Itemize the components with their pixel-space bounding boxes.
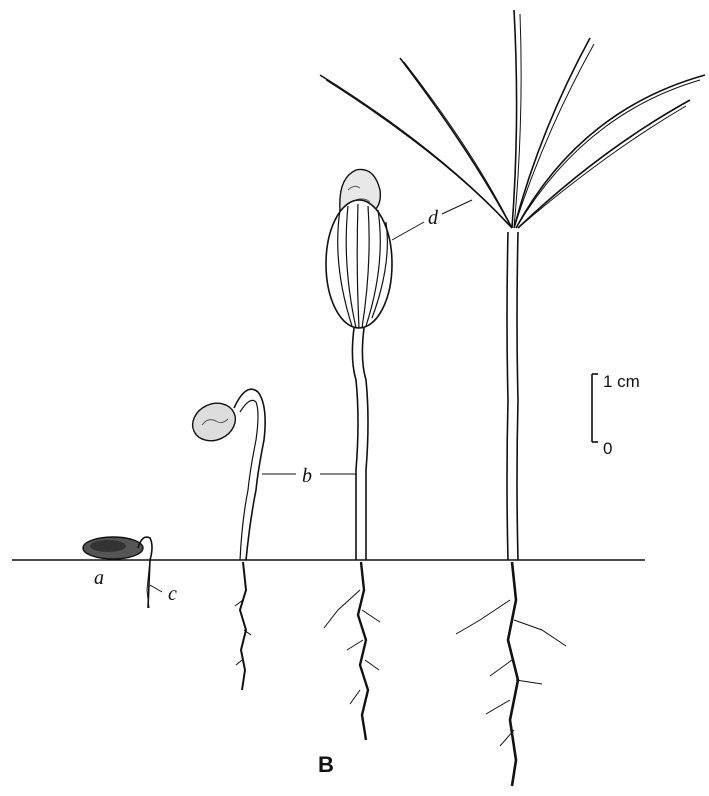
- scale-bar-top-label: 1 cm: [603, 372, 640, 391]
- leader-line-d-left: [392, 222, 424, 240]
- seedling-stage-2: [186, 389, 265, 690]
- label-d: d: [428, 207, 439, 229]
- root-stage-2: [240, 562, 246, 690]
- root-stage-4: [508, 562, 518, 786]
- label-c: c: [168, 583, 177, 605]
- hypocotyl-stage-3: [352, 328, 358, 560]
- scale-bar-bottom-label: 0: [603, 439, 612, 458]
- stem-stage-4: [507, 232, 508, 560]
- cotyledon-bundle: [326, 200, 392, 328]
- root-stage-3: [358, 562, 368, 740]
- figure-letter: B: [318, 752, 334, 777]
- seed-coat: [186, 396, 241, 447]
- scale-bar: 1 cm 0: [592, 372, 640, 458]
- label-a: a: [94, 567, 104, 589]
- leader-line-d-right: [442, 200, 472, 214]
- seedling-stage-3: [324, 169, 392, 740]
- label-b: b: [302, 465, 312, 487]
- leader-line-c: [150, 585, 162, 592]
